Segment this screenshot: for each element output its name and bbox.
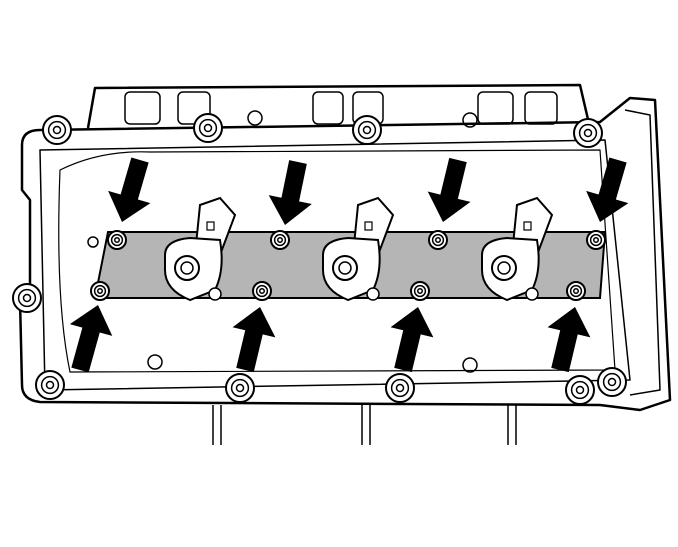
perimeter-bolt — [352, 115, 382, 145]
perimeter-bolt — [193, 113, 223, 143]
arrow-icon — [108, 157, 151, 222]
arrow-icon — [586, 157, 629, 222]
arrow-icon — [268, 160, 312, 225]
ignition-coil — [481, 196, 554, 302]
fastener-bolt — [586, 230, 606, 250]
fastener-bolt — [107, 230, 127, 250]
arrow-icon — [69, 305, 113, 373]
ignition-coils — [164, 196, 554, 302]
fastener-arrows — [69, 157, 629, 373]
arrow-icon — [232, 307, 276, 373]
fastener-bolts — [90, 230, 606, 301]
fastener-bolt — [90, 281, 110, 301]
perimeter-bolt — [385, 373, 415, 403]
fastener-bolt — [270, 230, 290, 250]
arrow-icon — [547, 307, 591, 373]
ignition-coil — [322, 196, 395, 302]
perimeter-bolt — [12, 283, 42, 313]
fastener-bolt — [410, 281, 430, 301]
cover-perimeter-bolts — [12, 113, 627, 405]
perimeter-bolt — [573, 118, 603, 148]
fastener-bolt — [428, 230, 448, 250]
perimeter-bolt — [225, 373, 255, 403]
ignition-coil — [164, 196, 237, 302]
arrow-icon — [390, 307, 434, 373]
perimeter-bolt — [597, 367, 627, 397]
perimeter-bolt — [35, 370, 65, 400]
perimeter-bolt — [565, 375, 595, 405]
arrow-icon — [427, 157, 471, 222]
perimeter-bolt — [42, 115, 72, 145]
fastener-bolt — [566, 281, 586, 301]
fastener-bolt — [252, 281, 272, 301]
